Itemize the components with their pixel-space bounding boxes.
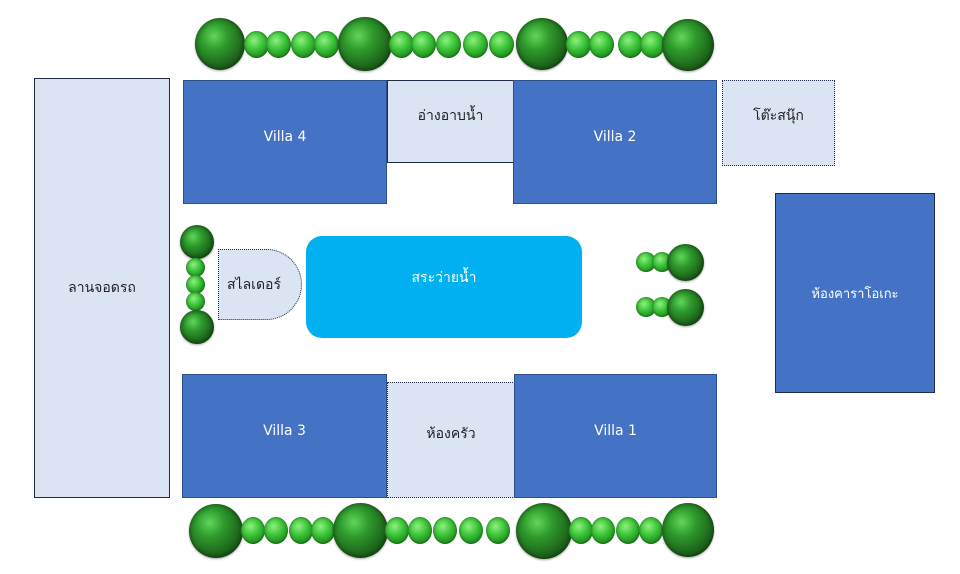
parking-area: ลานจอดรถ — [34, 78, 170, 498]
shrub-icon — [385, 517, 409, 544]
villa-4: Villa 4 — [183, 80, 387, 204]
tree-icon — [189, 504, 243, 558]
tree-icon — [333, 503, 388, 558]
shrub-icon — [489, 31, 514, 58]
tree-icon — [195, 18, 245, 70]
bathtub-label: อ่างอาบน้ำ — [417, 108, 484, 124]
shrub-icon — [569, 517, 593, 544]
parking-label: ลานจอดรถ — [68, 280, 136, 296]
tree-icon — [516, 18, 568, 70]
shrub-icon — [636, 297, 656, 317]
shrub-icon — [244, 31, 269, 58]
kitchen-area: ห้องครัว — [387, 382, 515, 498]
shrub-icon — [241, 517, 265, 544]
villa-2: Villa 2 — [513, 80, 717, 204]
villa-4-label: Villa 4 — [263, 129, 307, 145]
tree-icon — [338, 17, 392, 71]
villa-1: Villa 1 — [514, 374, 717, 498]
shrub-icon — [618, 31, 643, 58]
swimming-pool: สระว่ายน้ำ — [306, 236, 582, 338]
villa-1-label: Villa 1 — [594, 423, 637, 439]
shrub-icon — [314, 31, 339, 58]
bathtub-area: อ่างอาบน้ำ — [387, 80, 514, 163]
tree-icon — [516, 503, 572, 559]
shrub-icon — [264, 517, 288, 544]
shrub-icon — [591, 517, 615, 544]
shrub-icon — [311, 517, 335, 544]
villa-3: Villa 3 — [182, 374, 387, 498]
slider-area: สไลเดอร์ — [218, 249, 302, 320]
tree-icon — [667, 289, 704, 326]
villa-2-label: Villa 2 — [593, 129, 637, 145]
shrub-icon — [289, 517, 313, 544]
kitchen-label: ห้องครัว — [426, 426, 476, 442]
shrub-icon — [291, 31, 316, 58]
shrub-icon — [389, 31, 414, 58]
shrub-icon — [459, 517, 483, 544]
shrub-icon — [486, 517, 510, 544]
shrub-icon — [640, 31, 665, 58]
shrub-icon — [266, 31, 291, 58]
shrub-icon — [639, 517, 663, 544]
shrub-icon — [186, 258, 205, 277]
karaoke-label: ห้องคาราโอเกะ — [811, 286, 899, 302]
snooker-label: โต๊ะสนุ๊ก — [753, 108, 804, 124]
tree-icon — [180, 310, 214, 344]
tree-icon — [667, 244, 704, 281]
tree-icon — [180, 225, 214, 259]
tree-icon — [662, 19, 714, 71]
tree-icon — [662, 503, 714, 557]
snooker-area: โต๊ะสนุ๊ก — [722, 80, 835, 166]
karaoke-room: ห้องคาราโอเกะ — [775, 193, 935, 393]
shrub-icon — [411, 31, 436, 58]
shrub-icon — [436, 31, 461, 58]
shrub-icon — [589, 31, 614, 58]
shrub-icon — [566, 31, 591, 58]
shrub-icon — [408, 517, 432, 544]
shrub-icon — [186, 275, 205, 294]
shrub-icon — [463, 31, 488, 58]
shrub-icon — [186, 292, 205, 311]
villa-3-label: Villa 3 — [263, 423, 306, 439]
shrub-icon — [433, 517, 457, 544]
slider-label: สไลเดอร์ — [227, 276, 281, 293]
pool-label: สระว่ายน้ำ — [411, 270, 477, 286]
shrub-icon — [616, 517, 640, 544]
shrub-icon — [636, 252, 656, 272]
